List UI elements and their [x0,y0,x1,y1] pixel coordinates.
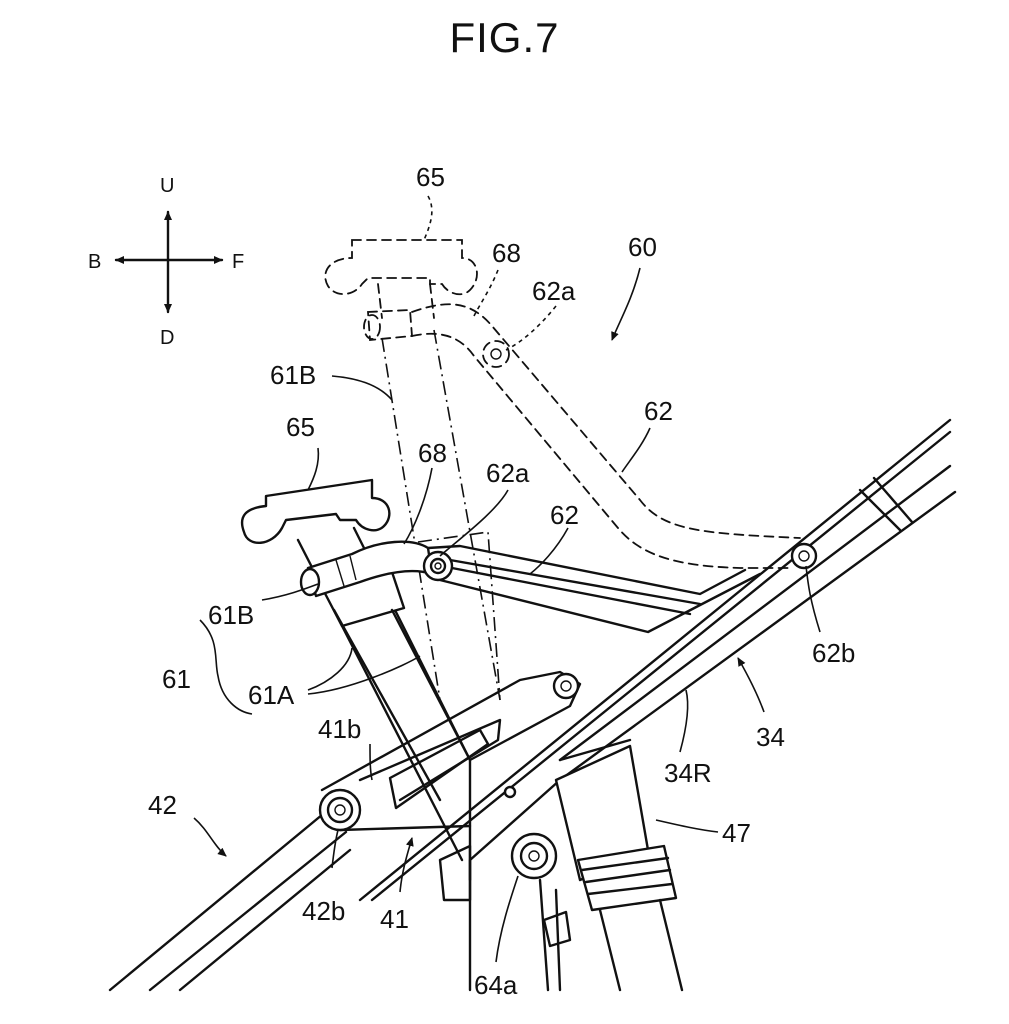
arm-raised-lower-edge [411,332,791,569]
label-62-low: 62 [550,500,579,530]
direction-back-label: B [88,251,101,273]
label-62b: 62b [812,638,855,668]
label-41b: 41b [318,714,361,744]
reference-labels: 65 68 60 62a 61B 62 65 68 62a 62 61B 61 … [148,162,855,1000]
bracket-41 [320,670,582,882]
label-68-top: 68 [492,238,521,268]
label-41: 41 [380,904,409,934]
arm-raised-upper-edge [411,303,801,539]
label-64a: 64a [474,970,518,1000]
label-62a-low: 62a [486,458,530,488]
label-62-top: 62 [644,396,673,426]
label-47: 47 [722,818,751,848]
label-61B-top: 61B [270,360,316,390]
direction-up-label: U [160,175,174,197]
direction-front-label: F [232,251,244,273]
leader-lines [193,195,821,963]
label-61: 61 [162,664,191,694]
raised-position-phantom [324,239,801,701]
label-42: 42 [148,790,177,820]
member-42 [108,788,362,992]
lower-assembly [438,832,572,992]
label-34: 34 [756,722,785,752]
unit-47 [554,738,684,992]
label-62a-top: 62a [532,276,576,306]
direction-compass: U D B F [88,175,244,349]
label-65-top: 65 [416,162,445,192]
label-42b: 42b [302,896,345,926]
arm-62 [417,531,762,701]
seat-pad-raised [324,239,478,296]
label-61A: 61A [248,680,295,710]
direction-down-label: D [160,327,174,349]
seat-pad-lowered [240,478,391,544]
frame-34 [358,418,957,992]
label-68-low: 68 [418,438,447,468]
figure-title: FIG.7 [449,14,560,61]
label-34R: 34R [664,758,712,788]
label-61B-low: 61B [208,600,254,630]
seat-post-61 [240,478,472,862]
label-65-low: 65 [286,412,315,442]
label-60: 60 [628,232,657,262]
